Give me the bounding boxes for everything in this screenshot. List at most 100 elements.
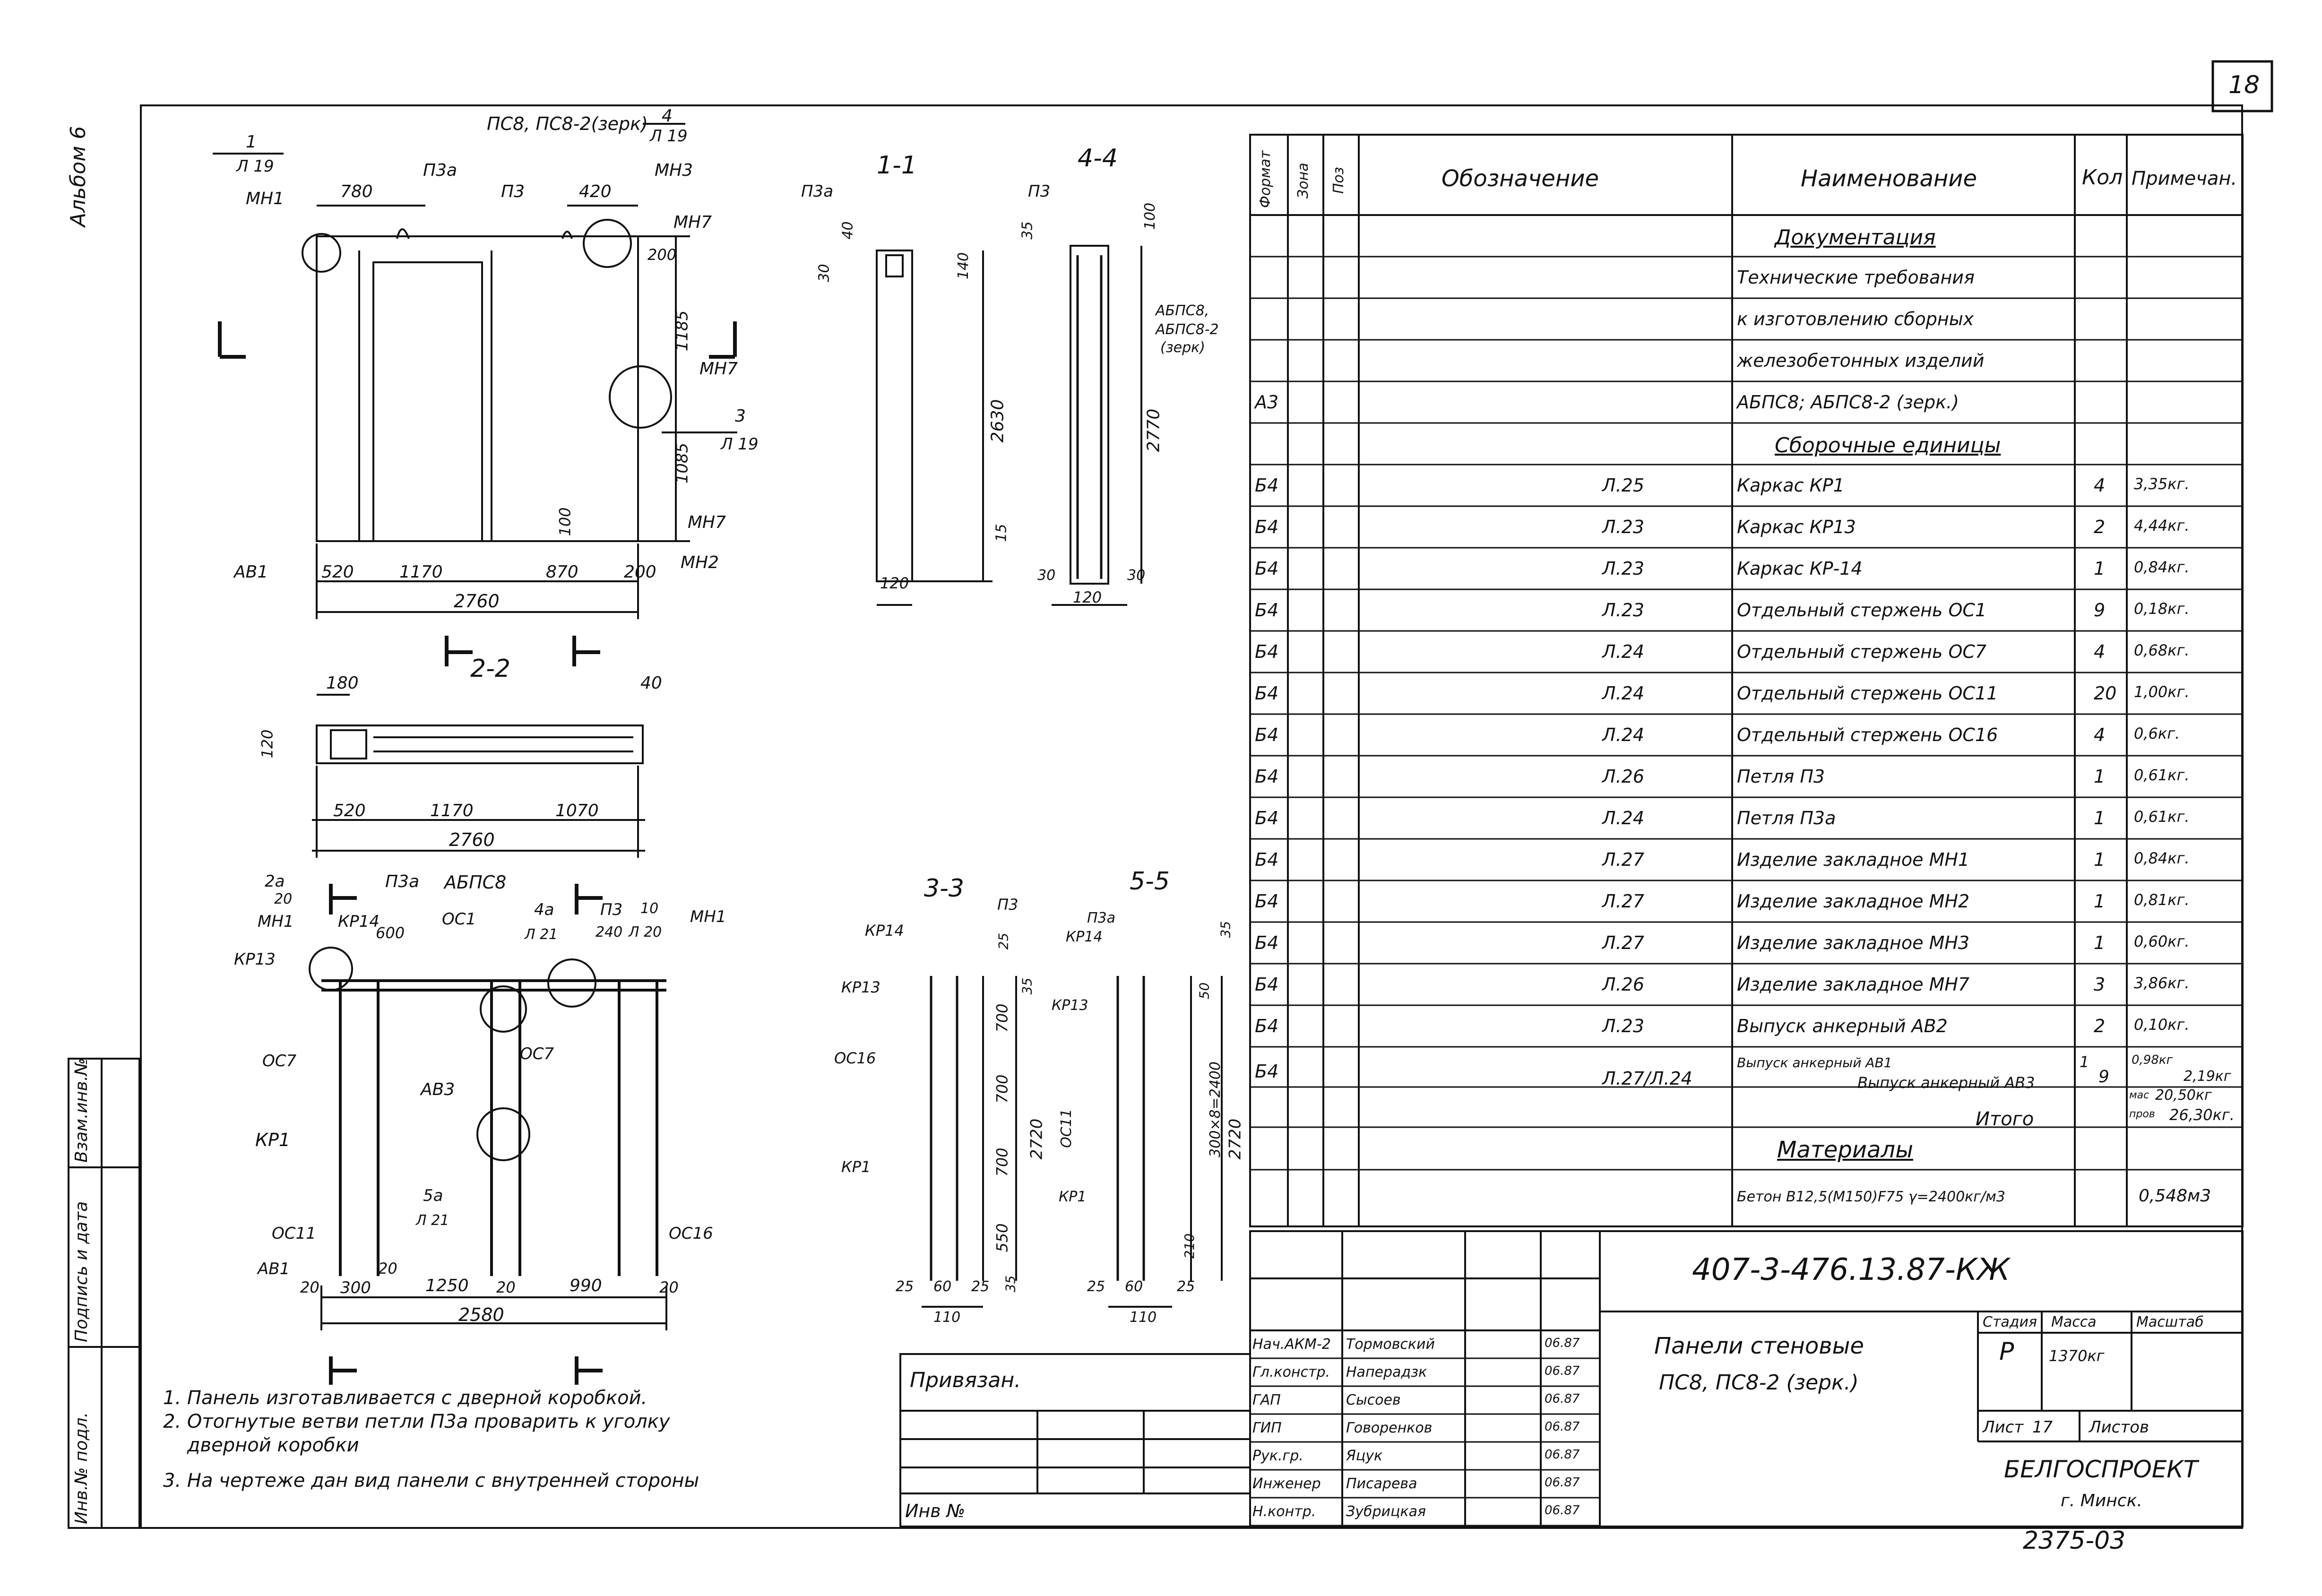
album-label: Альбом 6	[66, 126, 90, 227]
spec-materials: Материалы	[1777, 1137, 1913, 1163]
spec-total-mass: 20,50кг	[2155, 1087, 2212, 1104]
spec-row-name: железобетонных изделий	[1737, 350, 1985, 371]
sec11-40: 40	[839, 221, 856, 240]
sec33-110: 110	[933, 1309, 961, 1326]
section-2-2-title: 2-2	[470, 655, 510, 683]
spec-row-designation: Л.23	[1602, 600, 1645, 621]
mass-value: 1370кг	[2049, 1347, 2105, 1365]
note-1: 1. Панель изготавливается с дверной коро…	[163, 1387, 647, 1409]
spec-row-format: Б4	[1255, 558, 1279, 579]
spec-header-designation: Обозначение	[1442, 165, 1599, 192]
plan-990: 990	[570, 1276, 602, 1295]
plan-oc7-b: ОС7	[520, 1044, 554, 1063]
label-mn2: МН2	[681, 553, 719, 572]
plan-abps8: АБПС8	[444, 872, 507, 893]
sheet-label: Лист	[1983, 1418, 2024, 1437]
spec-header-qty: Кол	[2082, 165, 2123, 190]
spec-av-qty1: 1	[2080, 1053, 2089, 1071]
spec-row-note: 0,60кг.	[2134, 932, 2190, 950]
spec-row-note: 0,10кг.	[2134, 1016, 2190, 1034]
spec-row-name: Каркас КР-14	[1737, 558, 1863, 579]
spec-row-note: 0,61кг.	[2134, 766, 2190, 784]
spec-row-designation: Л.26	[1602, 766, 1645, 787]
inv-label: Инв №	[905, 1501, 966, 1521]
spec-row-qty: 1	[2094, 849, 2106, 870]
margin-podpis: Подпись и дата	[72, 1201, 91, 1342]
sec33-25-c: 25	[971, 1278, 990, 1295]
spec-row-note: 0,84кг.	[2134, 558, 2190, 576]
sec33-kp1: КР1	[841, 1158, 871, 1176]
label-mn1: МН1	[246, 189, 285, 208]
note-2: 2. Отогнутые ветви петли П3а проварить к…	[163, 1411, 670, 1432]
sec55-kp1: КР1	[1059, 1189, 1087, 1205]
callout-4a: 4а	[534, 900, 554, 919]
archive-number: 2375-03	[2023, 1527, 2126, 1555]
spec-row-designation: Л.24	[1602, 641, 1645, 662]
plan-oc16: ОС16	[669, 1224, 713, 1243]
sec33-oc16: ОС16	[834, 1049, 876, 1067]
sec55-2720: 2720	[1226, 1118, 1245, 1160]
staff-name: Тормовский	[1346, 1336, 1435, 1353]
sec44-abps: АБПС8,	[1156, 302, 1209, 319]
spec-row-designation: Л.24	[1602, 725, 1645, 745]
stage-value: Р	[1999, 1337, 2014, 1366]
label-mn3: МН3	[655, 161, 693, 180]
sec44-30-b: 30	[1127, 567, 1146, 584]
margin-vzam: Взам.инв.№	[72, 1058, 91, 1163]
spec-row-name: Документация	[1775, 225, 1936, 250]
plan-oc7-a: ОС7	[262, 1052, 297, 1070]
spec-row-format: Б4	[1255, 641, 1279, 662]
plan-oc11: ОС11	[272, 1224, 316, 1243]
dim-2760-22: 2760	[449, 829, 495, 850]
spec-row-name: Каркас КР13	[1737, 517, 1856, 537]
dim-1085: 1085	[673, 442, 692, 484]
plan-kp14: КР14	[338, 912, 380, 931]
section-5-5	[1108, 976, 1223, 1308]
staff-date: 06.87	[1545, 1420, 1580, 1434]
staff-name: Писарева	[1346, 1475, 1417, 1492]
plan-av1: АВ1	[258, 1260, 290, 1278]
spec-header-format: Формат	[1257, 150, 1274, 208]
spec-row-designation: Л.23	[1602, 1016, 1645, 1036]
plan-oc1: ОС1	[442, 910, 476, 929]
sec11-p3a: П3а	[801, 182, 834, 201]
sec11-2630: 2630	[988, 399, 1008, 443]
stage-header: Стадия	[1983, 1314, 2037, 1330]
spec-row-note: 3,86кг.	[2134, 974, 2190, 992]
spec-header-pos: Поз	[1330, 167, 1347, 194]
plan-20-c: 20	[496, 1278, 516, 1296]
plan-l20: Л 20	[629, 924, 662, 940]
spec-row-format: Б4	[1255, 891, 1279, 912]
sec44-120: 120	[1073, 588, 1102, 606]
sec33-700-c: 700	[993, 1147, 1011, 1177]
bound-label: Привязан.	[910, 1368, 1021, 1392]
staff-date: 06.87	[1545, 1475, 1580, 1490]
sec33-700-a: 700	[993, 1003, 1011, 1033]
staff-role: ГАП	[1252, 1392, 1281, 1408]
plan-20-a: 20	[300, 1278, 319, 1296]
plan-20-b: 20	[378, 1260, 397, 1277]
section-3-3-title: 3-3	[924, 874, 964, 903]
spec-av-designation: Л.27/Л.24	[1602, 1068, 1692, 1089]
spec-row-format: Б4	[1255, 475, 1279, 496]
spec-row-qty: 1	[2094, 891, 2106, 912]
sec11-120: 120	[880, 574, 909, 592]
spec-row-format: Б4	[1255, 683, 1279, 704]
sec55-110: 110	[1130, 1309, 1157, 1326]
dim-100-b: 100	[556, 507, 574, 536]
spec-total-prov: 26,30кг.	[2169, 1106, 2235, 1124]
spec-row-qty: 1	[2094, 766, 2106, 787]
staff-name: Зубрицкая	[1346, 1503, 1426, 1520]
spec-row-name: Технические требования	[1737, 267, 1975, 288]
plan-kp13: КР13	[234, 950, 276, 969]
note-2-cont: дверной коробки	[163, 1434, 359, 1456]
spec-row-designation: Л.27	[1602, 932, 1645, 953]
section-2-2	[312, 694, 645, 858]
spec-row-note: 0,61кг.	[2134, 808, 2190, 826]
staff-date: 06.87	[1545, 1448, 1580, 1462]
spec-row-name: Петля П3а	[1737, 808, 1836, 828]
sheet-number-box	[2211, 60, 2273, 112]
sec55-kp14: КР14	[1066, 929, 1103, 945]
section-4-4-title: 4-4	[1078, 144, 1118, 173]
plan-av3: АВ3	[421, 1080, 455, 1099]
